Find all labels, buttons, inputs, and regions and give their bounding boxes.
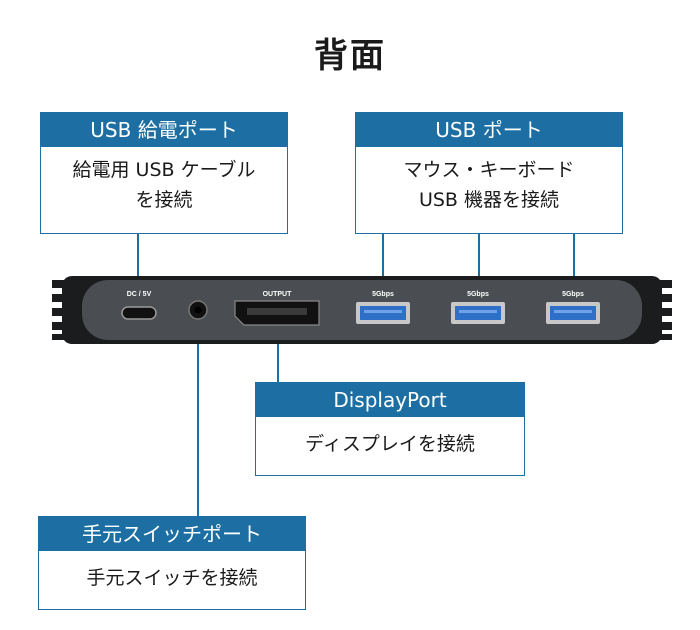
callout-hand-switch: 手元スイッチポート 手元スイッチを接続 [38,516,306,610]
callout-hand-switch-body-line1: 手元スイッチを接続 [86,567,258,589]
connector-line-hand-switch [197,316,199,516]
usb-speed-label-3: 5Gbps [562,291,584,298]
connector-line-usb-port-2 [478,234,480,280]
callout-usb-power: USB 給電ポート 給電用 USB ケーブル を接続 [40,112,288,234]
callout-displayport-body-line1: ディスプレイを接続 [305,433,475,455]
callout-usb-power-body-line1: 給電用 USB ケーブル [72,159,256,181]
hub-device: DC / 5V OUTPUT 5Gbps 5Gbps 5Gbps [52,276,672,344]
callout-usb-port-body-line1: マウス・キーボード [403,159,575,181]
dc-port-label: DC / 5V [127,291,152,298]
callout-usb-port-body: マウス・キーボード USB 機器を接続 [356,147,622,215]
usb-speed-label-2: 5Gbps [467,291,489,298]
callout-usb-port-body-line2: USB 機器を接続 [418,189,560,211]
callout-displayport-header: DisplayPort [256,383,524,417]
connector-line-usb-power [137,234,139,288]
output-label: OUTPUT [263,291,293,298]
callout-usb-power-header: USB 給電ポート [41,113,287,147]
connector-line-displayport [277,340,279,382]
usb-c-port[interactable] [121,306,157,320]
callout-usb-port-header: USB ポート [356,113,622,147]
connector-line-usb-port-1 [382,234,384,280]
cooling-fins-left [52,280,66,340]
cooling-fins-right [658,280,672,340]
page-title: 背面 [314,36,386,76]
callout-hand-switch-header: 手元スイッチポート [39,517,305,551]
callout-usb-port: USB ポート マウス・キーボード USB 機器を接続 [355,112,623,234]
callout-displayport-body: ディスプレイを接続 [256,417,524,459]
callout-hand-switch-body: 手元スイッチを接続 [39,551,305,593]
connector-line-usb-port-3 [573,234,575,280]
callout-usb-power-body: 給電用 USB ケーブル を接続 [41,147,287,215]
usb-speed-label-1: 5Gbps [372,291,394,298]
callout-usb-power-body-line2: を接続 [135,189,193,211]
callout-displayport: DisplayPort ディスプレイを接続 [255,382,525,476]
